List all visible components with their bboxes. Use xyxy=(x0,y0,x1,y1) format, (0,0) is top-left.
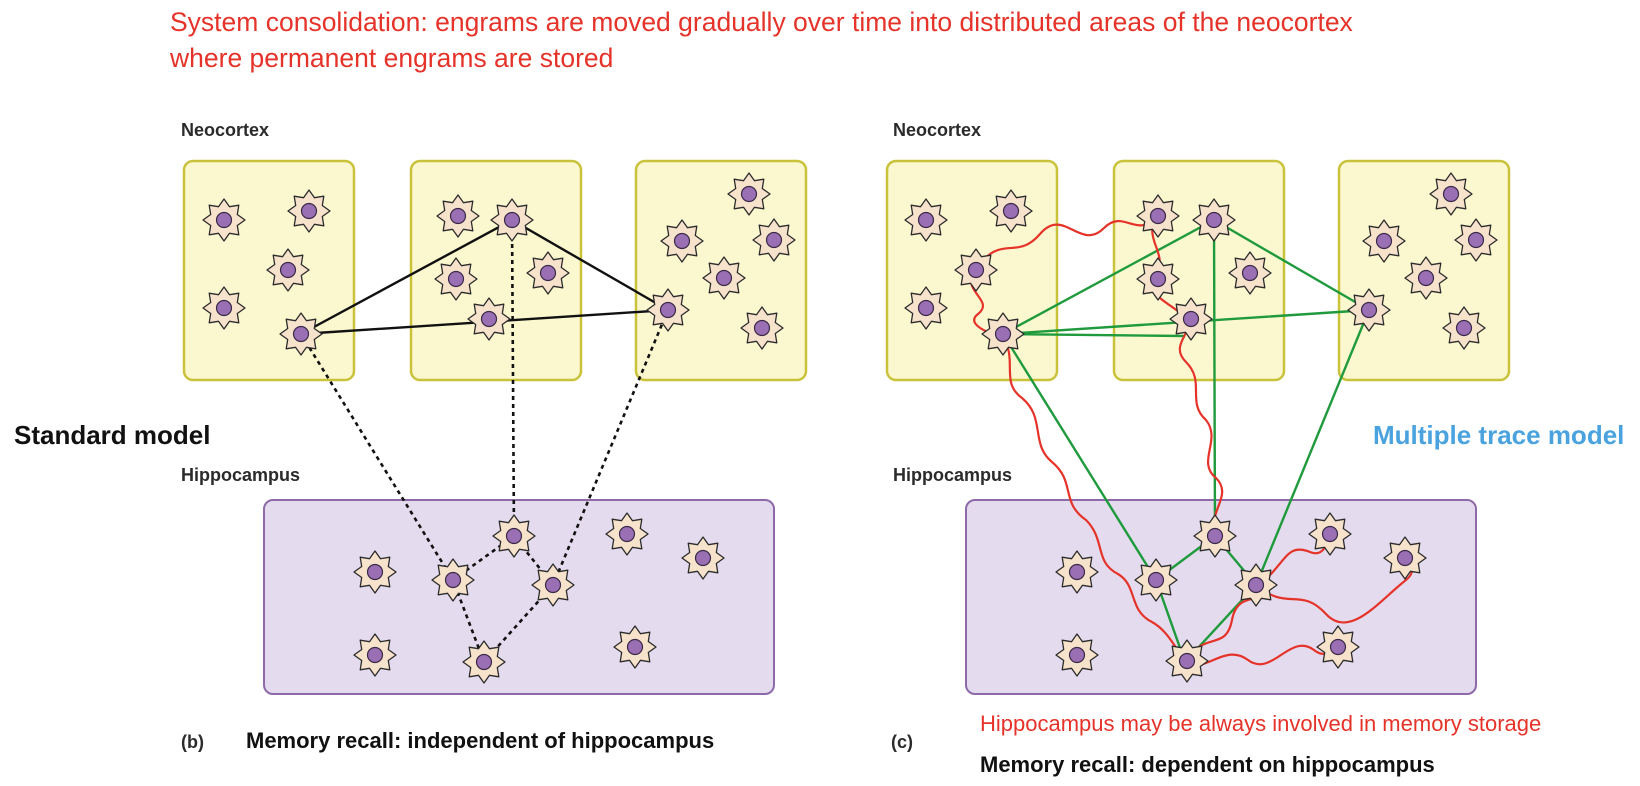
neuron xyxy=(613,625,657,669)
neuron xyxy=(1136,257,1180,301)
neuron xyxy=(287,189,331,233)
neocortex-label-b: Neocortex xyxy=(181,120,270,140)
standard-model-label: Standard model xyxy=(14,420,211,450)
neuron xyxy=(353,550,397,594)
neuron xyxy=(1136,194,1180,238)
neuron xyxy=(1347,288,1391,332)
neuron xyxy=(202,198,246,242)
neuron xyxy=(266,248,310,292)
neuron xyxy=(202,286,246,330)
panel-c-letter: (c) xyxy=(891,732,913,752)
neuron xyxy=(434,257,478,301)
neuron xyxy=(727,172,771,216)
neuron xyxy=(492,514,536,558)
neuron xyxy=(1193,514,1237,558)
neuron xyxy=(462,640,506,684)
multiple-trace-model-label: Multiple trace model xyxy=(1373,420,1625,450)
title-line-2: where permanent engrams are stored xyxy=(170,43,614,73)
neuron xyxy=(702,256,746,300)
neocortex-label-c: Neocortex xyxy=(893,120,982,140)
neuron xyxy=(431,558,475,602)
panel-c-note: Hippocampus may be always involved in me… xyxy=(980,711,1542,736)
neuron xyxy=(752,218,796,262)
neuron xyxy=(1308,512,1352,556)
neuron xyxy=(1055,550,1099,594)
neuron xyxy=(353,633,397,677)
neuron xyxy=(1442,306,1486,350)
neuron xyxy=(740,306,784,350)
neuron xyxy=(436,194,480,238)
neuron xyxy=(490,198,534,242)
title-line-1: System consolidation: engrams are moved … xyxy=(170,7,1353,37)
neuron xyxy=(1165,639,1209,683)
hippocampus-label-b: Hippocampus xyxy=(181,465,301,485)
neuron xyxy=(1383,536,1427,580)
panel-b-caption: Memory recall: independent of hippocampu… xyxy=(246,728,715,753)
neuron xyxy=(904,198,948,242)
neuron xyxy=(605,512,649,556)
panel-c xyxy=(885,159,1511,695)
neuron xyxy=(1404,256,1448,300)
neuron xyxy=(1234,563,1278,607)
neuron xyxy=(467,297,511,341)
neuron xyxy=(1454,218,1498,262)
panel-b-letter: (b) xyxy=(181,732,204,752)
neuron xyxy=(681,536,725,580)
hippocampus-label-c: Hippocampus xyxy=(893,465,1013,485)
neuron xyxy=(1134,558,1178,602)
neuron xyxy=(1055,633,1099,677)
neuron xyxy=(1429,172,1473,216)
neuron xyxy=(989,189,1033,233)
neuron xyxy=(526,251,570,295)
neuron xyxy=(904,286,948,330)
neuron xyxy=(1316,625,1360,669)
panel-b xyxy=(182,159,808,695)
neuron xyxy=(660,219,704,263)
neuron xyxy=(981,312,1025,356)
neuron xyxy=(1362,219,1406,263)
neuron xyxy=(1192,198,1236,242)
neuron xyxy=(954,248,998,292)
neuron xyxy=(646,288,690,332)
neuron xyxy=(1169,297,1213,341)
neuron xyxy=(531,563,575,607)
neuron xyxy=(279,312,323,356)
panel-c-caption: Memory recall: dependent on hippocampus xyxy=(980,752,1435,777)
neuron xyxy=(1228,251,1272,295)
